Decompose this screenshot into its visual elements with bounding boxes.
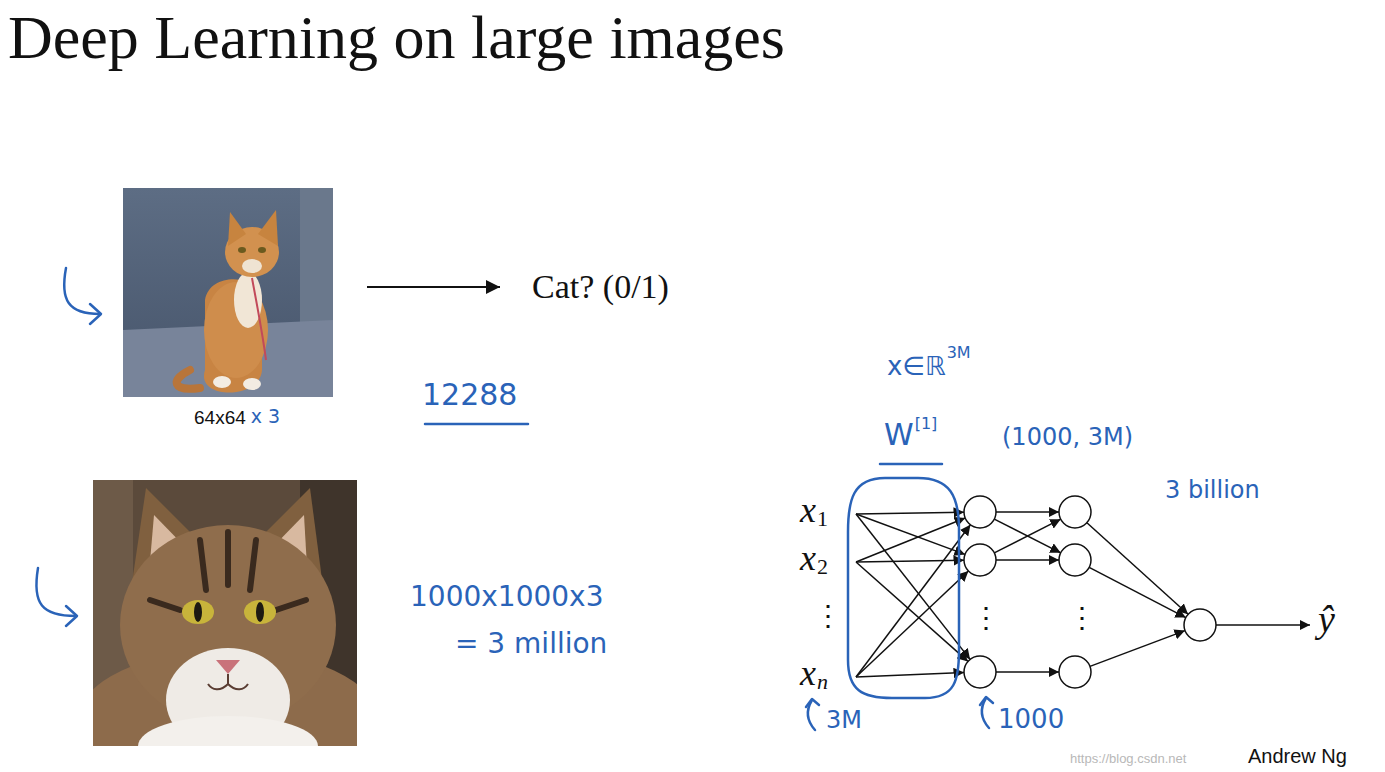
weight-shape: (1000, 3M) [1002,425,1133,449]
channel-note: x 3 [251,407,280,426]
image-size: 64x64 [194,408,246,427]
input-variable: x [800,655,816,691]
network-connections [856,512,1310,677]
cat-photo-small [123,188,333,397]
subscript: 2 [817,556,828,578]
subscript: 1 [817,508,828,530]
handwritten-hook [36,268,993,730]
output-question: Cat? (0/1) [532,270,669,304]
input-variable: x [800,492,816,528]
weight-highlight-loop [848,478,959,698]
watermark: https://blog.csdn.net [1070,752,1186,765]
neuron-circles [964,496,1216,688]
input-count-note: 3M [826,708,862,732]
author-credit: Andrew Ng [1248,746,1347,766]
weight-name: W [884,420,914,450]
slide-title: Deep Learning on large images [8,6,785,68]
cat-photo-large [93,480,357,746]
parameter-count: 3 billion [1165,478,1260,502]
input-size-note: 12288 [422,380,517,410]
subscript: n [817,671,828,693]
prediction-symbol: ŷ [1318,600,1335,638]
input-variable: x [800,540,816,576]
hidden-units-note: 1000 [998,706,1064,732]
ellipsis: ⋮ [814,602,842,630]
ellipsis: ⋮ [972,604,1000,632]
ellipsis: ⋮ [1068,604,1096,632]
flow-arrow [367,287,500,288]
input-size-note: 1000x1000x3 [410,583,603,611]
superscript: 3M [947,345,971,361]
superscript: [1] [915,416,938,432]
input-size-note: = 3 million [455,630,607,658]
input-space-note: x∈ℝ [887,353,946,379]
